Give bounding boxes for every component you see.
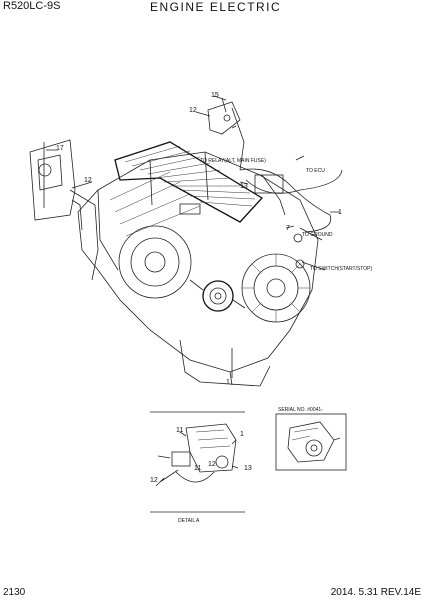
model-code: R520LC-9S [3, 0, 61, 12]
detail-callout-12: 12 [150, 477, 158, 484]
note-ground: TO GROUND [302, 232, 333, 238]
fan-pulley [241, 253, 311, 323]
callout-15: 15 [211, 92, 219, 99]
left-bracket [29, 139, 99, 281]
page-title: ENGINE ELECTRIC [150, 0, 282, 14]
leader-lines [46, 95, 340, 378]
engine-block [77, 151, 319, 387]
callout-12: 12 [84, 177, 92, 184]
callout-12: 12 [189, 107, 197, 114]
detail-callout-13: 13 [244, 465, 252, 472]
top-bracket [207, 97, 245, 171]
serial-inset: SERIAL NO. #0041- [275, 407, 347, 471]
detail-callout-11: 11 [194, 465, 201, 472]
note-switch: TO SWITCH(START/STOP) [310, 266, 372, 272]
detail-a-label: DETAIL A [178, 518, 200, 524]
note-relay: TO RELAY(ALT, MAIN FUSE) [200, 158, 266, 164]
callout-1: 1 [338, 209, 342, 216]
revision-date: 2014. 5.31 REV.14E [330, 587, 421, 598]
note-ecu: TO ECU [306, 168, 325, 174]
callout-7: 7 [286, 225, 290, 232]
serial-inset-label: SERIAL NO. #0041- [278, 407, 323, 413]
page-number: 2130 [3, 587, 26, 598]
alternator [189, 279, 246, 312]
detail-a-inset: 1 11 11 12 13 12 DETAIL A [150, 411, 252, 524]
detail-callout-11: 11 [176, 427, 183, 434]
callout-17: 17 [56, 145, 64, 152]
callout-13: 13 [240, 183, 248, 190]
flywheel-housing [118, 225, 192, 299]
intake-rail [114, 141, 264, 223]
callout-1: 1 [226, 379, 230, 386]
wiring-harness [239, 168, 343, 271]
detail-callout-1: 1 [240, 431, 244, 438]
detail-callout-12: 12 [208, 461, 216, 468]
